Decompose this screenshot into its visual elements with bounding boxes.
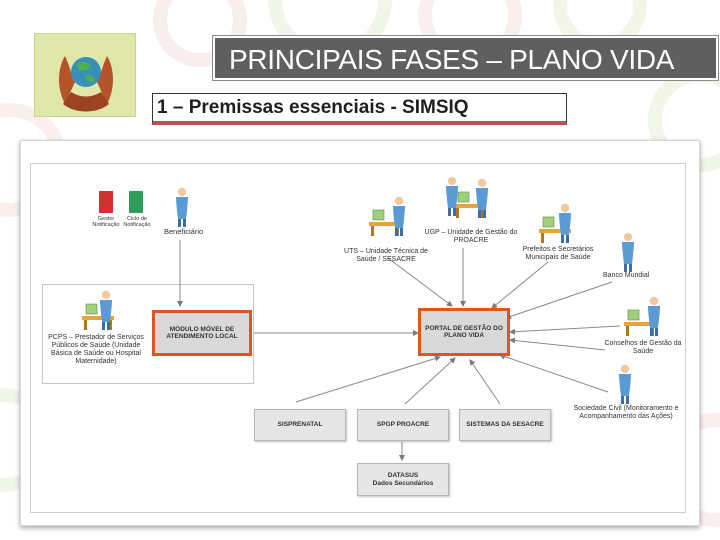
node-portal: PORTAL DE GESTÃO DO PLANO VIDA — [418, 308, 510, 356]
actor-prefeitos: Prefeitos e Secretários Municipais de Sa… — [522, 246, 594, 262]
node-datasus-subtitle: Dados Secundários — [372, 479, 434, 487]
actor-pcps: PCPS – Prestador de Serviços Públicos de… — [48, 334, 144, 366]
slide-subtitle: 1 – Premissas essenciais - SIMSIQ — [157, 97, 469, 118]
legend-swatch-green — [129, 191, 143, 213]
actor-beneficiario: Beneficiário — [164, 227, 204, 236]
actor-uts: UTS – Unidade Técnica de Saúde / SESACRE — [344, 248, 428, 264]
actor-conselhos: Conselhos de Gestão da Saúde — [604, 340, 682, 356]
logo — [34, 33, 136, 117]
actor-sociedade: Sociedade Civil (Monitoramento e Acompan… — [573, 405, 679, 421]
legend-swatch-red — [99, 191, 113, 213]
node-sisprenatal: SISPRENATAL — [254, 409, 346, 441]
hands-holding-globe-icon — [59, 56, 113, 112]
node-datasus: DATASUS Dados Secundários — [357, 463, 449, 496]
node-spgp: SPGP PROACRE — [357, 409, 449, 441]
node-sistemas-sesacre: SISTEMAS DA SESACRE — [459, 409, 551, 441]
slide-subtitle-bar: 1 – Premissas essenciais - SIMSIQ — [152, 93, 567, 125]
legend-label-red: Gestor Notificação — [92, 216, 120, 229]
actor-ugp: UGP – Unidade de Gestão do PROACRE — [424, 229, 518, 245]
slide-title: PRINCIPAIS FASES – PLANO VIDA — [229, 44, 675, 75]
slide-title-bar: PRINCIPAIS FASES – PLANO VIDA — [212, 35, 719, 81]
node-datasus-title: DATASUS — [387, 472, 419, 480]
actor-banco: Banco Mundial — [603, 272, 650, 279]
node-modulo-movel: MÓDULO MÓVEL DE ATENDIMENTO LOCAL — [152, 310, 252, 356]
legend-label-green: Ciclo de Notificação — [123, 216, 151, 229]
